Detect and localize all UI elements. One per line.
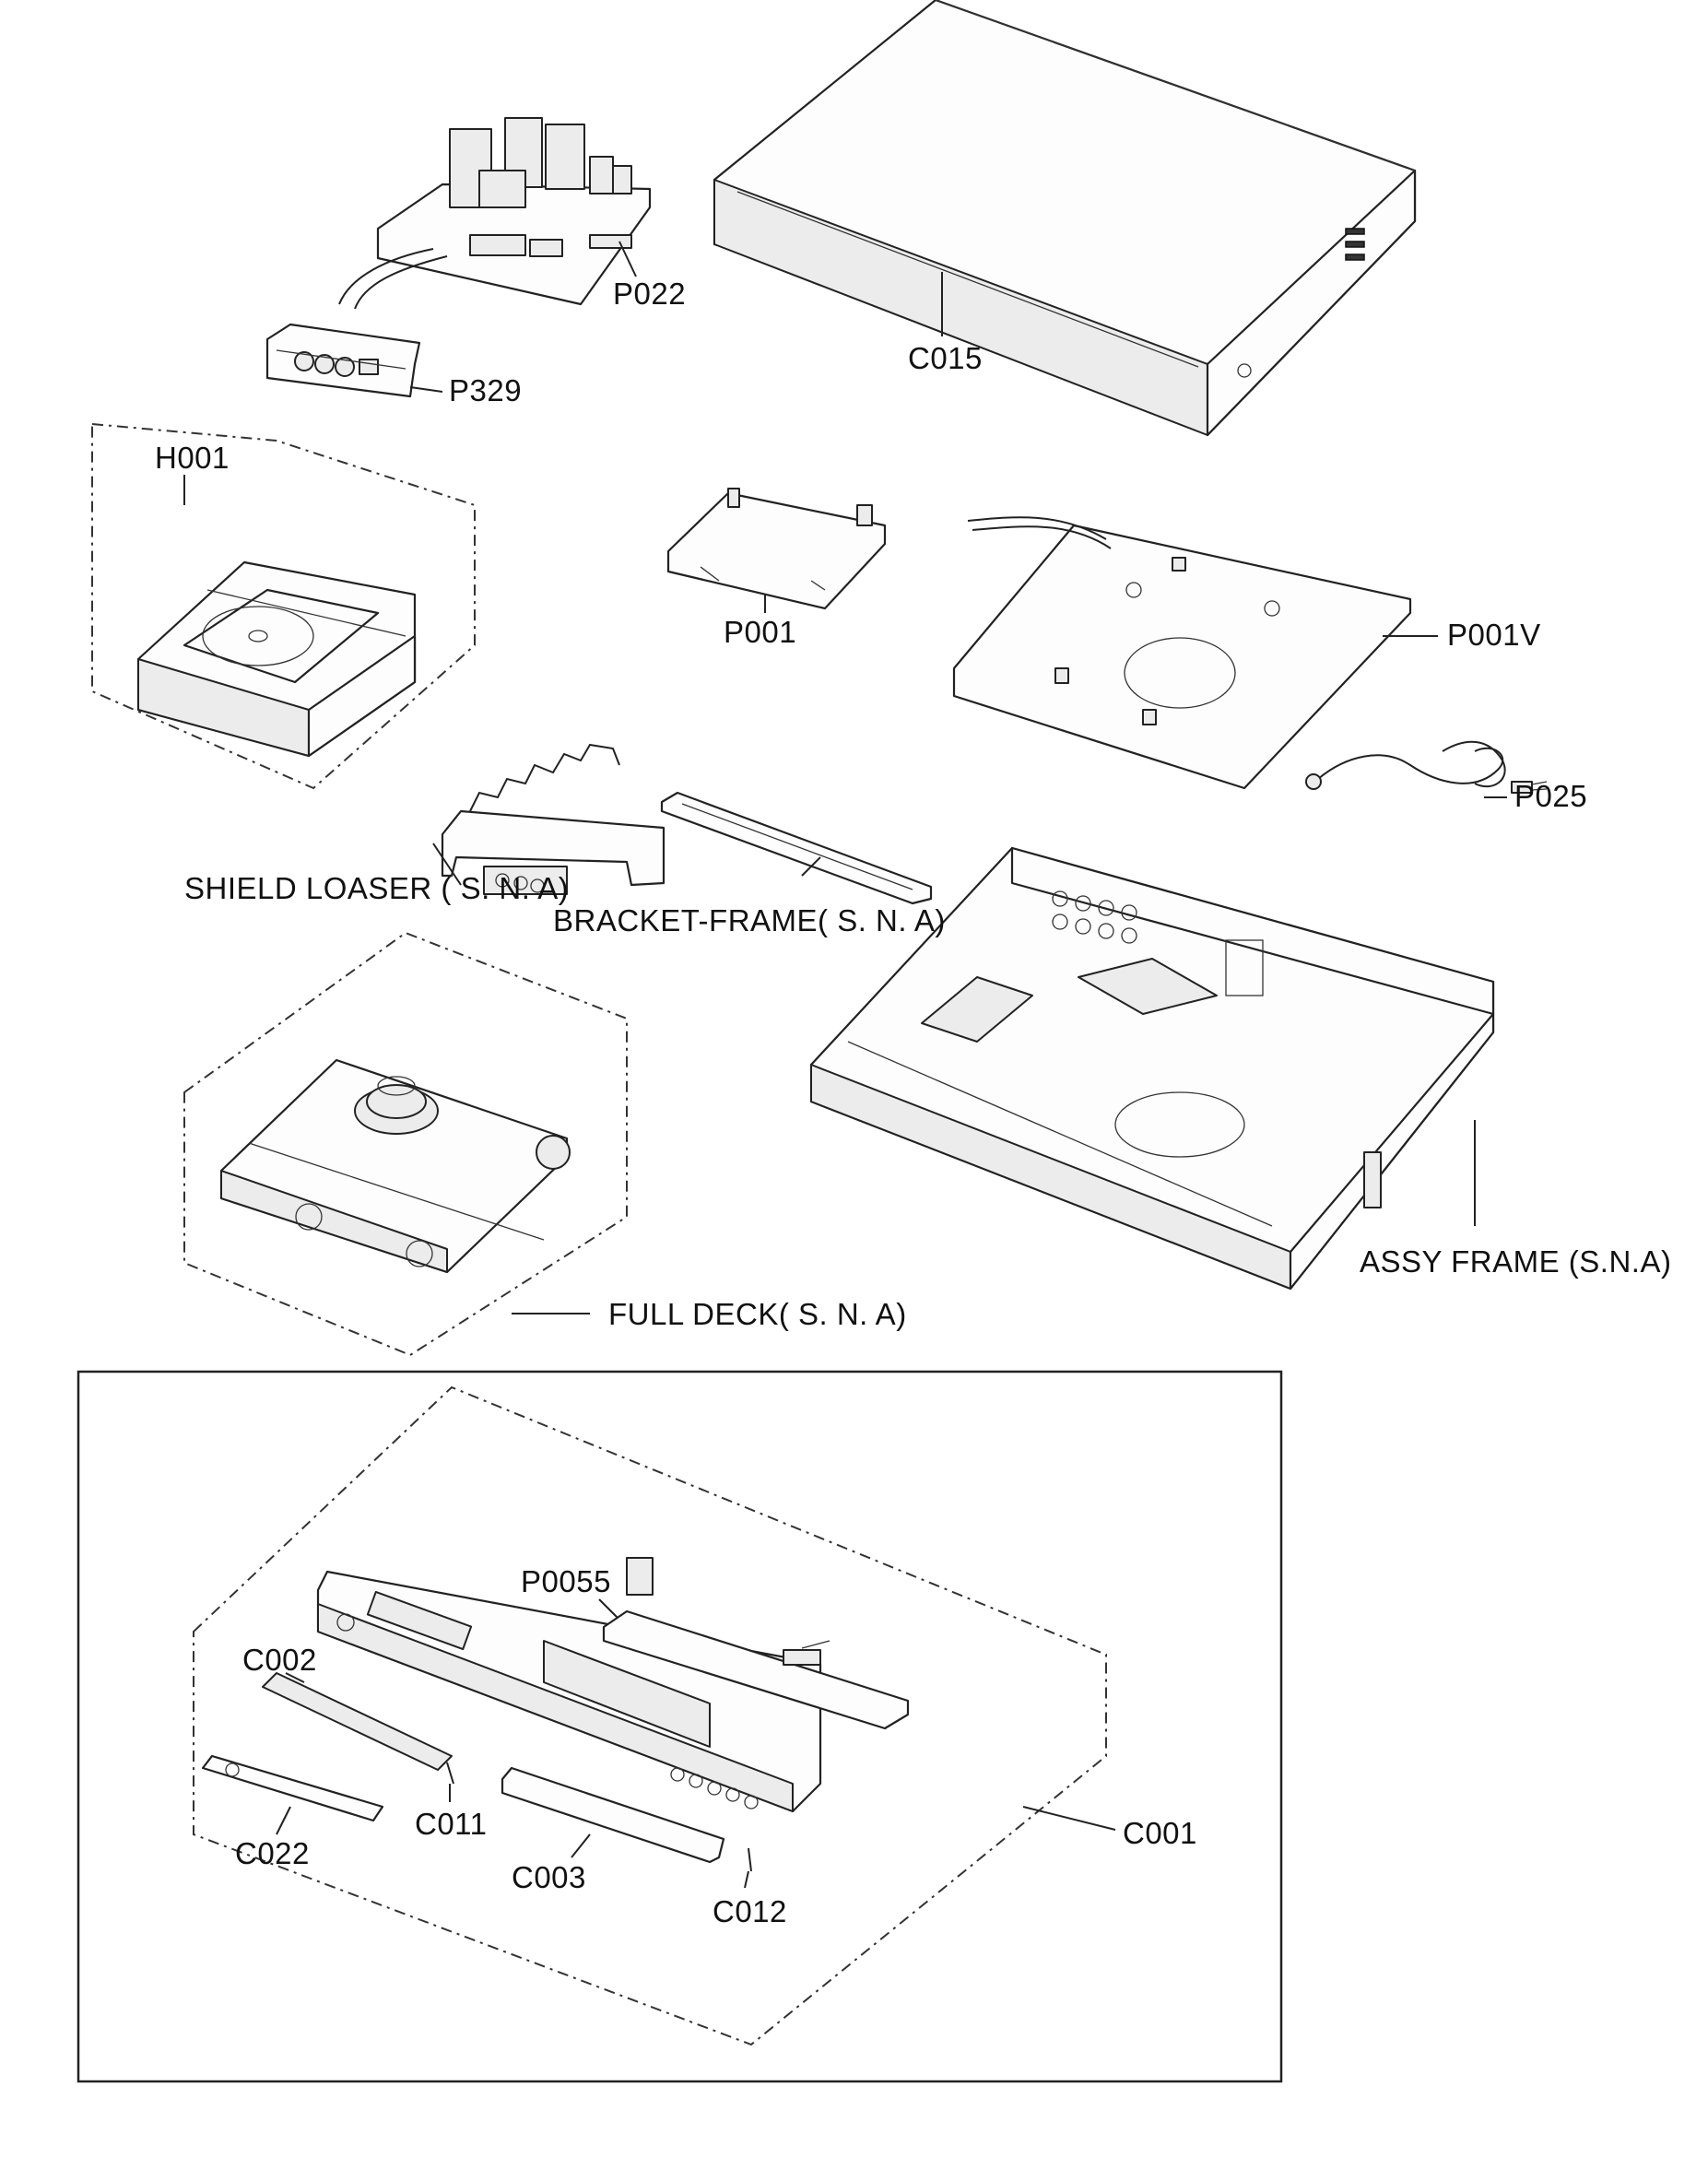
p025-power-cord <box>1305 740 1548 794</box>
label-c011: C011 <box>415 1807 487 1841</box>
c012-screw-part <box>748 1847 752 1872</box>
c001-front-panel <box>316 1570 822 1813</box>
c003-leader <box>571 1833 591 1858</box>
p0055-front-board <box>602 1557 910 1730</box>
label-p001v: P001V <box>1447 618 1541 652</box>
label-full-deck: FULL DECK( S. N. A) <box>608 1297 907 1331</box>
c001-assembly-box <box>77 1370 1283 2083</box>
assy-frame-jack-holes <box>1052 890 1137 944</box>
c012-leader <box>744 1870 749 1889</box>
label-p025: P025 <box>1514 779 1587 813</box>
p001v-bottom-plate <box>952 516 1412 790</box>
shield-loaser-part <box>441 743 666 895</box>
label-assy-frame: ASSY FRAME (S.N.A) <box>1360 1244 1671 1279</box>
h001-loader-mechanism <box>136 560 417 758</box>
label-shield-loaser: SHIELD LOASER ( S. N. A) <box>184 871 569 905</box>
p022-leader <box>618 241 637 277</box>
p329-jack-board <box>265 323 421 398</box>
bracket-frame-part <box>660 791 933 905</box>
shield-loaser-leader <box>432 843 462 886</box>
c001-dash-outline <box>193 1385 1107 2046</box>
p022-main-board <box>338 117 652 310</box>
label-c015: C015 <box>908 341 983 375</box>
label-p022: P022 <box>613 277 686 311</box>
label-c003: C003 <box>512 1860 586 1894</box>
p001-board <box>666 488 887 610</box>
label-h001: H001 <box>155 441 230 475</box>
c002-door-part <box>262 1672 453 1771</box>
label-p329: P329 <box>449 373 522 407</box>
full-deck-mechanism <box>219 1058 571 1274</box>
p0055-leader <box>598 1598 618 1619</box>
label-c022: C022 <box>235 1836 310 1870</box>
label-p001: P001 <box>724 615 796 649</box>
assy-frame-chassis <box>809 846 1495 1291</box>
c015-top-cover <box>713 0 1417 437</box>
c022-leader <box>276 1806 291 1835</box>
label-bracket-frame: BRACKET-FRAME( S. N. A) <box>553 903 946 937</box>
h001-dash-outline <box>91 422 476 790</box>
p329-leader <box>409 386 443 393</box>
c022-door-part <box>201 1754 384 1822</box>
label-c001: C001 <box>1123 1816 1197 1850</box>
c001-leader <box>1022 1806 1116 1831</box>
label-p0055: P0055 <box>521 1564 611 1598</box>
c002-leader <box>285 1672 305 1683</box>
label-c002: C002 <box>242 1643 317 1677</box>
label-c012: C012 <box>713 1894 787 1928</box>
bracket-frame-leader <box>801 856 821 877</box>
c003-door-part <box>501 1766 725 1864</box>
c011-spring-part <box>446 1762 454 1785</box>
